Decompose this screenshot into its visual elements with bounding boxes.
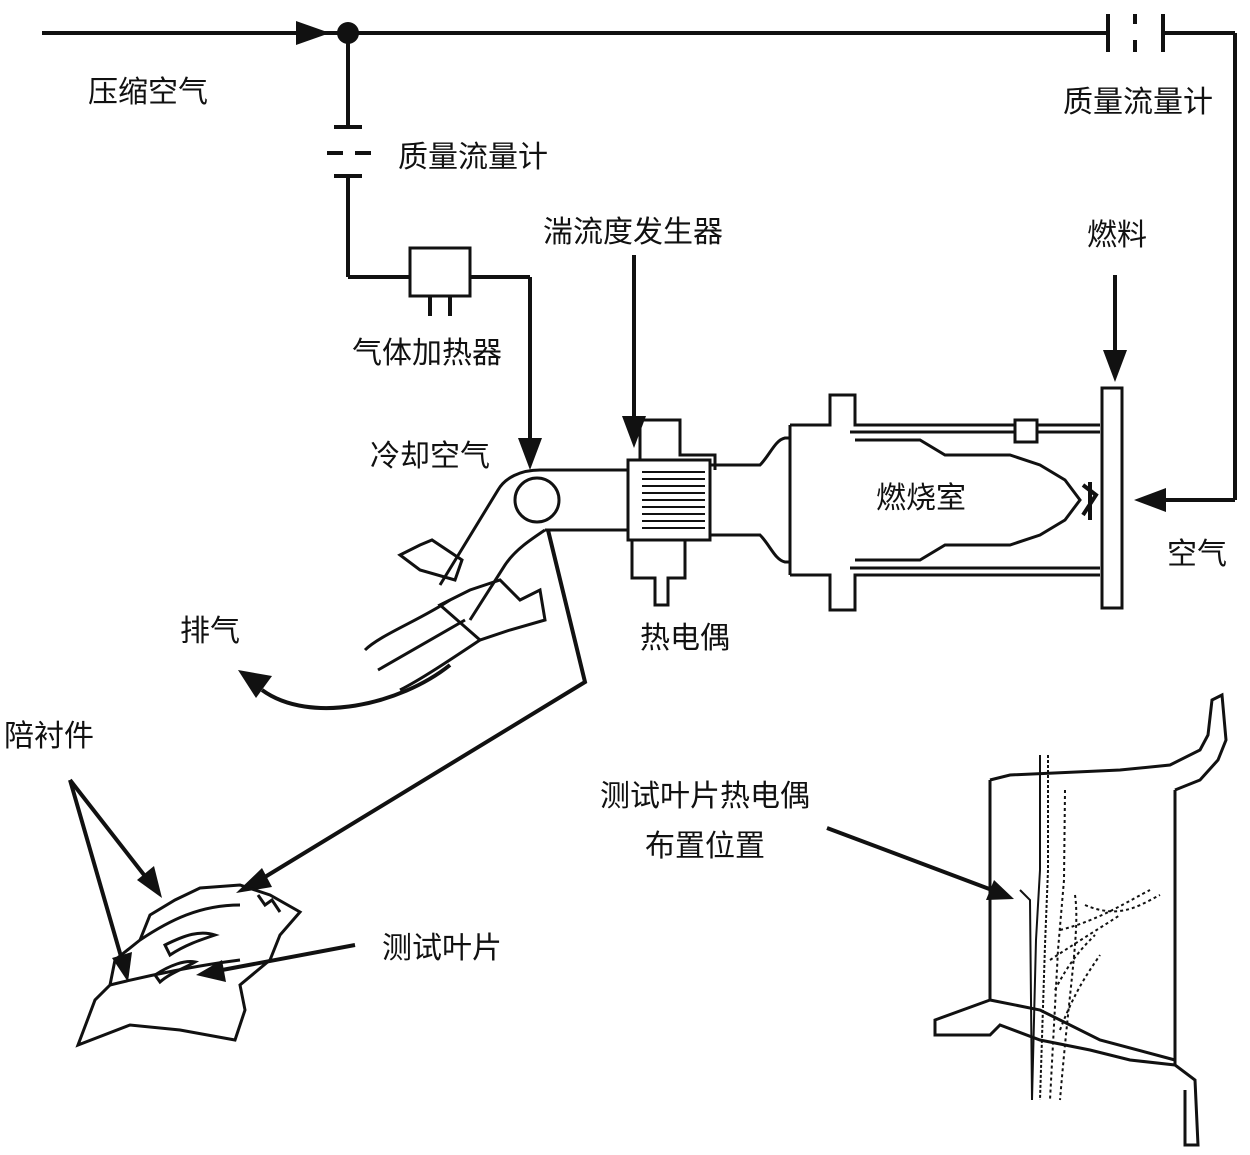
turbulence-generator-label: 湍流度发生器 [543, 215, 723, 250]
air-label: 空气 [1167, 537, 1227, 572]
exhaust-label: 排气 [180, 614, 240, 649]
gas-heater-box [408, 246, 472, 298]
combustor-assembly [540, 386, 1124, 612]
compressed-air-label: 压缩空气 [88, 75, 208, 110]
supply-pipe [42, 21, 1108, 45]
cooling-air-branch [327, 33, 542, 470]
blade-thermocouple-label-line1: 测试叶片热电偶 [600, 779, 810, 814]
cooling-air-label: 冷却空气 [370, 439, 490, 474]
gas-heater-label: 气体加热器 [352, 336, 502, 371]
fuel-label: 燃料 [1087, 218, 1147, 253]
blade-thermocouple-label-line2: 布置位置 [645, 829, 765, 864]
mass-flow-meter-right-symbol [1106, 14, 1235, 52]
fuel-arrow [1103, 275, 1127, 382]
air-return-pipe [1134, 33, 1237, 512]
combustor-label: 燃烧室 [876, 481, 966, 516]
thermocouple-label: 热电偶 [640, 621, 730, 656]
air-inlet-arrow [1134, 488, 1166, 512]
instrumented-blade [826, 692, 1228, 1147]
companion-part-label: 陪衬件 [4, 719, 94, 754]
mass-flow-meter-right-label: 质量流量计 [1063, 85, 1213, 120]
test-blade-label: 测试叶片 [382, 931, 502, 966]
test-section [236, 468, 588, 893]
mass-flow-meter-left-label: 质量流量计 [398, 140, 548, 175]
cooling-air-arrow [518, 438, 542, 470]
end-plate [1100, 386, 1124, 610]
igniter [1013, 418, 1039, 444]
exhaust-arrow [238, 663, 452, 710]
blade-detail [68, 778, 356, 1048]
cooling-air-port [513, 476, 561, 524]
inlet-arrow [296, 21, 330, 45]
